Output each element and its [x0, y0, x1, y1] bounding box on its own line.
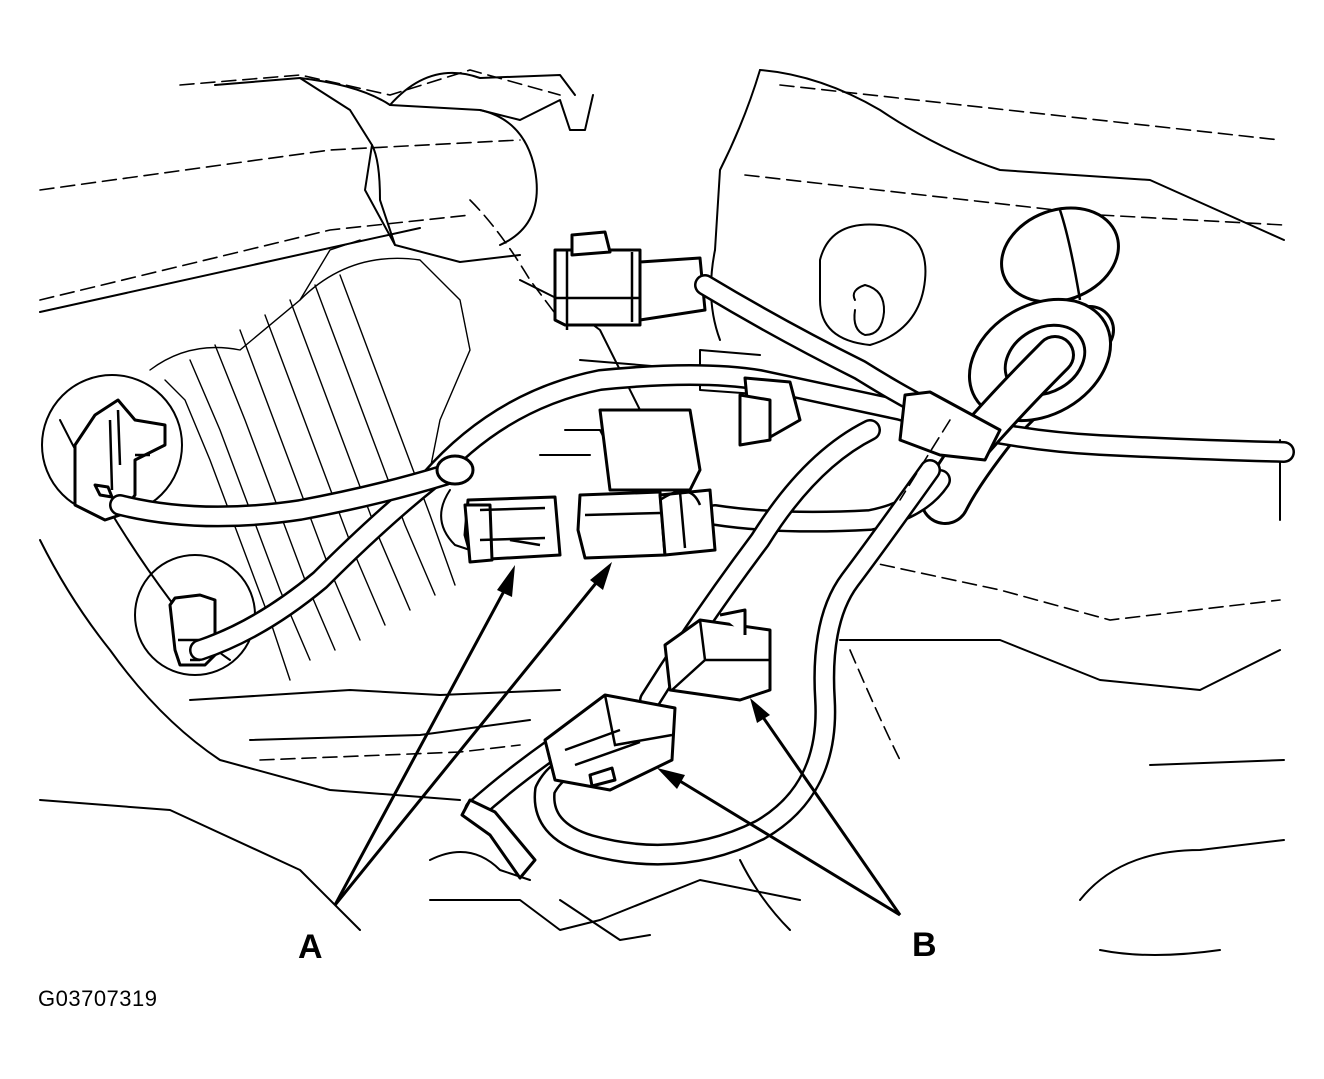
upper-bulb-socket — [41, 374, 183, 522]
background-panels — [39, 69, 1285, 956]
callout-label-b: B — [912, 926, 937, 964]
connector-a-right — [576, 488, 717, 560]
top-connector — [553, 230, 707, 330]
connector-b-left — [460, 693, 677, 880]
connector-b-right — [663, 608, 772, 702]
tape-wrap — [435, 376, 1002, 501]
wiring-harness — [109, 274, 1295, 866]
connector-a-left — [440, 489, 562, 564]
socket-behind-a — [539, 393, 772, 492]
grommet — [955, 206, 1120, 460]
callout-label-a: A — [298, 928, 323, 966]
callout-arrows — [333, 562, 902, 917]
figure-id: G03707319 — [38, 986, 158, 1011]
